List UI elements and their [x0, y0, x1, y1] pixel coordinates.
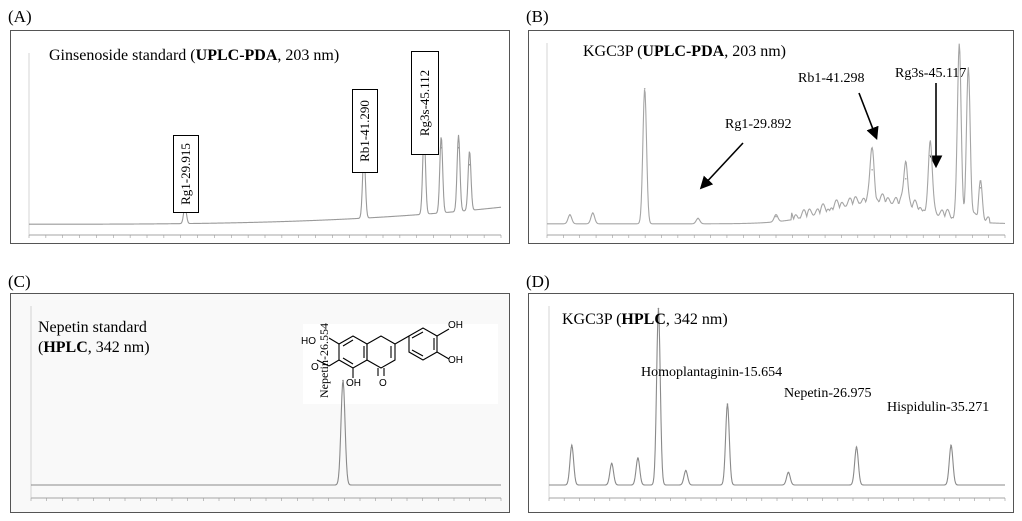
peak-label-rg3s: Rg3s-45.112 — [411, 51, 439, 155]
peak-apex-3 — [440, 146, 443, 149]
peak-apex-4 — [775, 215, 777, 218]
panel-d-chromatogram: KGC3P (HPLC, 342 nm) Homoplantaginin-15.… — [528, 293, 1014, 513]
panel-c-title-line1: Nepetin standard — [38, 319, 147, 336]
peak-label-nepetin-std: Nepetin-26.554 — [317, 323, 331, 398]
annot-rb1: Rb1-41.298 — [798, 71, 865, 86]
chromatogram-trace — [549, 308, 1005, 486]
peak-label-rg1: Rg1-29.915 — [173, 135, 199, 213]
panel-d-letter: (D) — [526, 272, 550, 291]
chromatogram-trace — [547, 43, 1006, 225]
peak-apex-0 — [571, 444, 573, 447]
peak-apex-7 — [855, 446, 858, 448]
panel-b-title: KGC3P (UPLC-PDA, 203 nm) — [583, 43, 786, 60]
peak-apex-10 — [979, 187, 982, 189]
annot-homoplantaginin: Homoplantaginin-15.654 — [641, 365, 783, 380]
panel-b-letter: (B) — [526, 7, 549, 26]
peak-apex-5 — [871, 169, 873, 171]
annot-rg1: Rg1-29.892 — [725, 117, 792, 132]
chromatogram-trace — [31, 380, 501, 486]
peak-apex-2 — [643, 88, 646, 90]
peak-apex-6 — [904, 178, 907, 180]
mol-label-methoxy: O — [311, 362, 319, 373]
peak-apex-9 — [967, 70, 970, 72]
panel-c-title-line2: (HPLC, 342 nm) — [38, 339, 150, 356]
annot-rg3s: Rg3s-45.117 — [895, 66, 967, 81]
peak-apex-3 — [697, 217, 699, 220]
annot-nepetin: Nepetin-26.975 — [784, 386, 872, 401]
mol-label-oh-top: OH — [448, 320, 463, 331]
peak-apex-4 — [457, 146, 460, 149]
peak-apex-8 — [950, 444, 952, 447]
peak-apex-5 — [468, 163, 471, 166]
mol-label-oh-right: OH — [448, 355, 463, 366]
mol-label-ho: HO — [301, 336, 316, 347]
peak-apex-2 — [637, 457, 639, 459]
arrow-rb1 — [858, 92, 879, 140]
panel-a-title: Ginsenoside standard (UPLC-PDA, 203 nm) — [49, 47, 340, 64]
peak-apex-0 — [569, 214, 571, 216]
peak-apex-6 — [787, 471, 790, 474]
panel-b-chromatogram: KGC3P (UPLC-PDA, 203 nm) Rg1-29.892 Rb1-… — [528, 30, 1014, 244]
peak-apex-5 — [726, 403, 729, 405]
annot-hispidulin: Hispidulin-35.271 — [887, 400, 990, 415]
mol-label-ketone: O — [379, 378, 387, 389]
panel-c-letter: (C) — [8, 272, 31, 291]
arrow-rg1 — [699, 142, 744, 190]
panel-d-title: KGC3P (HPLC, 342 nm) — [562, 311, 728, 328]
peak-apex-3 — [657, 307, 660, 310]
peak-apex-1 — [592, 212, 594, 214]
chromatogram-trace — [29, 132, 502, 225]
peak-apex-0 — [342, 379, 344, 382]
peak-apex-1 — [610, 462, 613, 465]
mol-label-oh-bottom: OH — [346, 378, 361, 389]
peak-apex-8 — [958, 52, 960, 54]
panel-a-chromatogram: Ginsenoside standard (UPLC-PDA, 203 nm) … — [10, 30, 510, 244]
nepetin-structure — [303, 324, 498, 404]
panel-c-chromatogram: Nepetin standard (HPLC, 342 nm) Nepetin-… — [10, 293, 510, 513]
peak-apex-4 — [685, 469, 687, 472]
peak-apex-7 — [929, 154, 932, 157]
panel-a-letter: (A) — [8, 7, 32, 26]
peak-label-rb1: Rb1-41.290 — [352, 89, 378, 173]
